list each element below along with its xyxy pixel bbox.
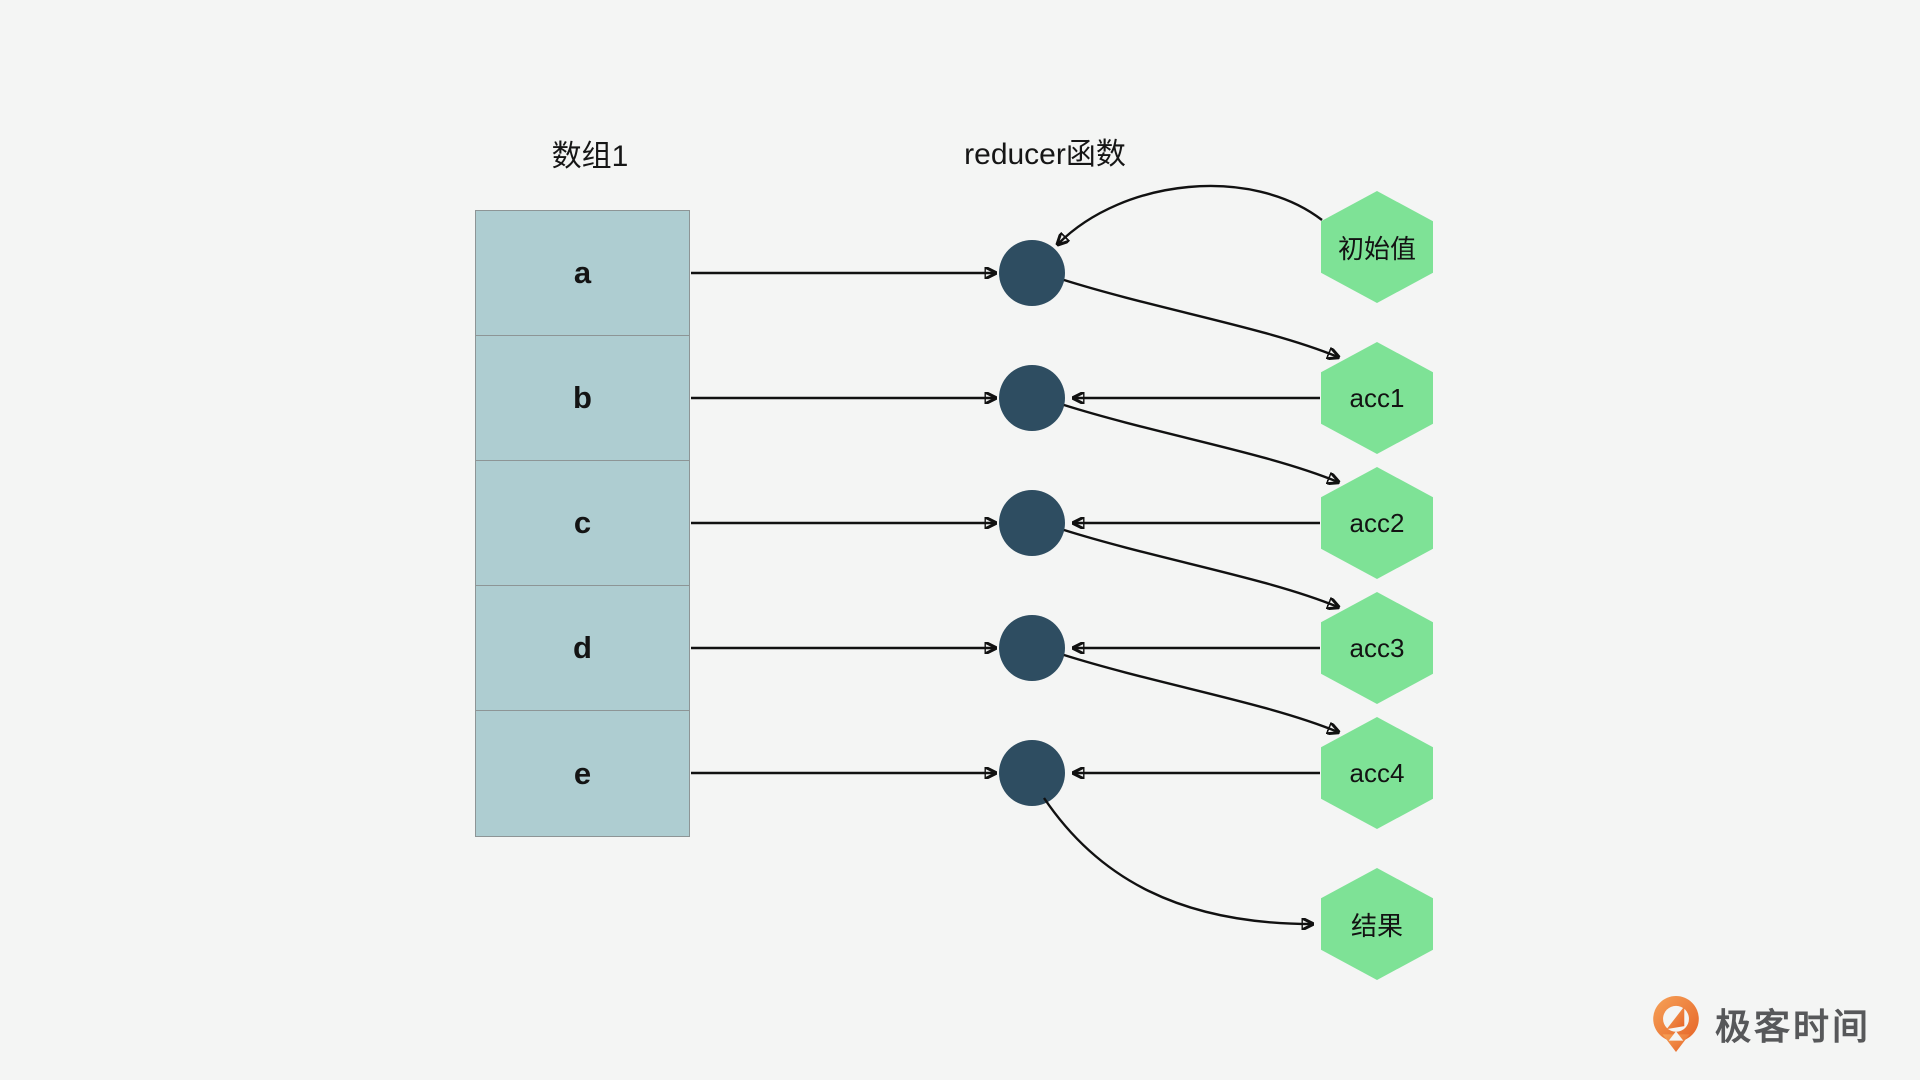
hexagon-acc1: acc1	[1321, 342, 1433, 454]
array-cell-d: d	[476, 586, 689, 711]
hexagon-acc3: acc3	[1321, 592, 1433, 704]
array-title: 数组1	[551, 140, 629, 173]
reducer-node-5	[999, 740, 1065, 806]
geektime-pin-icon	[1653, 996, 1699, 1052]
array-box: a b c d e	[475, 210, 690, 837]
hexagon-result: 结果	[1321, 868, 1433, 980]
arrow-node4-to-acc4	[1063, 653, 1338, 732]
arrow-node1-to-acc1	[1063, 278, 1338, 357]
reducer-node-2	[999, 365, 1065, 431]
arrow-node5-to-result	[1043, 797, 1312, 924]
hexagon-acc2: acc2	[1321, 467, 1433, 579]
reducer-function-title: reducer函数	[964, 138, 1126, 171]
reducer-node-3	[999, 490, 1065, 556]
reducer-node-1	[999, 240, 1065, 306]
hexagon-initial-value: 初始值	[1321, 191, 1433, 303]
brand-logo-text: 极客时间	[1715, 1006, 1872, 1047]
hexagon-acc4: acc4	[1321, 717, 1433, 829]
array-cell-e: e	[573, 755, 592, 791]
arrow-initial-to-node1	[1058, 184, 1323, 244]
arrow-node3-to-acc3	[1063, 528, 1338, 607]
array-cell-a: a	[476, 211, 689, 336]
array-cell-b: b	[476, 336, 689, 461]
reducer-node-4	[999, 615, 1065, 681]
brand-logo: 极客时间	[1650, 995, 1871, 1053]
arrow-node2-to-acc2	[1063, 403, 1338, 482]
array-cell-c: c	[476, 461, 689, 586]
